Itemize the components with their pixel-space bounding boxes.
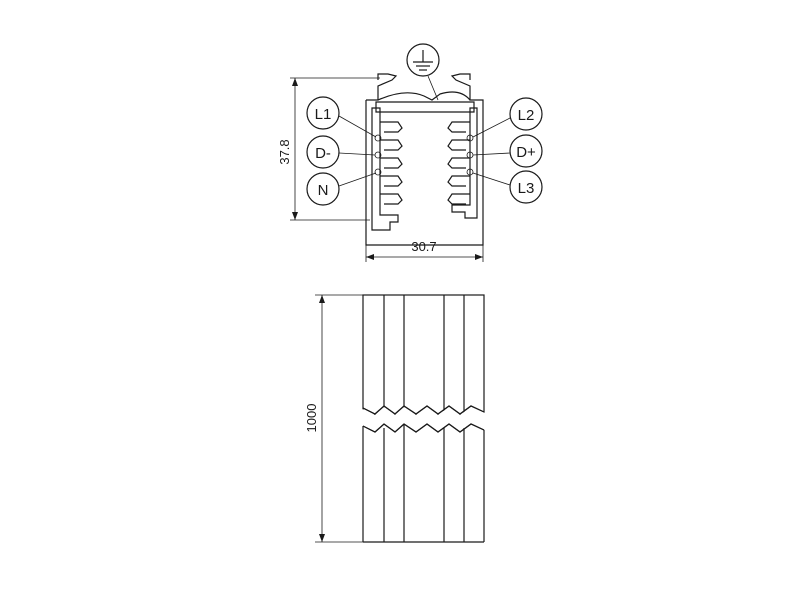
svg-text:L2: L2 — [518, 107, 535, 124]
track-cross-section: L1 D- N L2 D+ L3 — [277, 43, 543, 262]
svg-text:30.7: 30.7 — [411, 239, 436, 254]
profile-outline — [365, 73, 484, 246]
right-conductors — [447, 121, 474, 205]
length-dimension: 1000 — [304, 294, 363, 543]
height-dimension: 37.8 — [277, 77, 380, 221]
svg-text:N: N — [318, 182, 329, 199]
label-D-minus: D- — [306, 135, 376, 169]
svg-text:D-: D- — [315, 145, 331, 162]
label-L2: L2 — [472, 97, 543, 138]
svg-text:D+: D+ — [516, 144, 536, 161]
label-L3: L3 — [472, 170, 543, 204]
label-N: N — [306, 172, 377, 206]
svg-text:L3: L3 — [518, 180, 535, 197]
left-conductors — [374, 121, 403, 205]
track-side-view: 1000 — [304, 294, 485, 543]
label-L1: L1 — [306, 96, 377, 138]
svg-text:1000: 1000 — [304, 404, 319, 433]
svg-text:37.8: 37.8 — [277, 139, 292, 164]
side-view-bottom-segment — [362, 424, 485, 543]
svg-text:L1: L1 — [315, 106, 332, 123]
width-dimension: 30.7 — [365, 230, 484, 262]
earth-ground-icon — [406, 43, 440, 101]
side-view-top-segment — [362, 294, 485, 416]
label-D-plus: D+ — [472, 134, 543, 168]
